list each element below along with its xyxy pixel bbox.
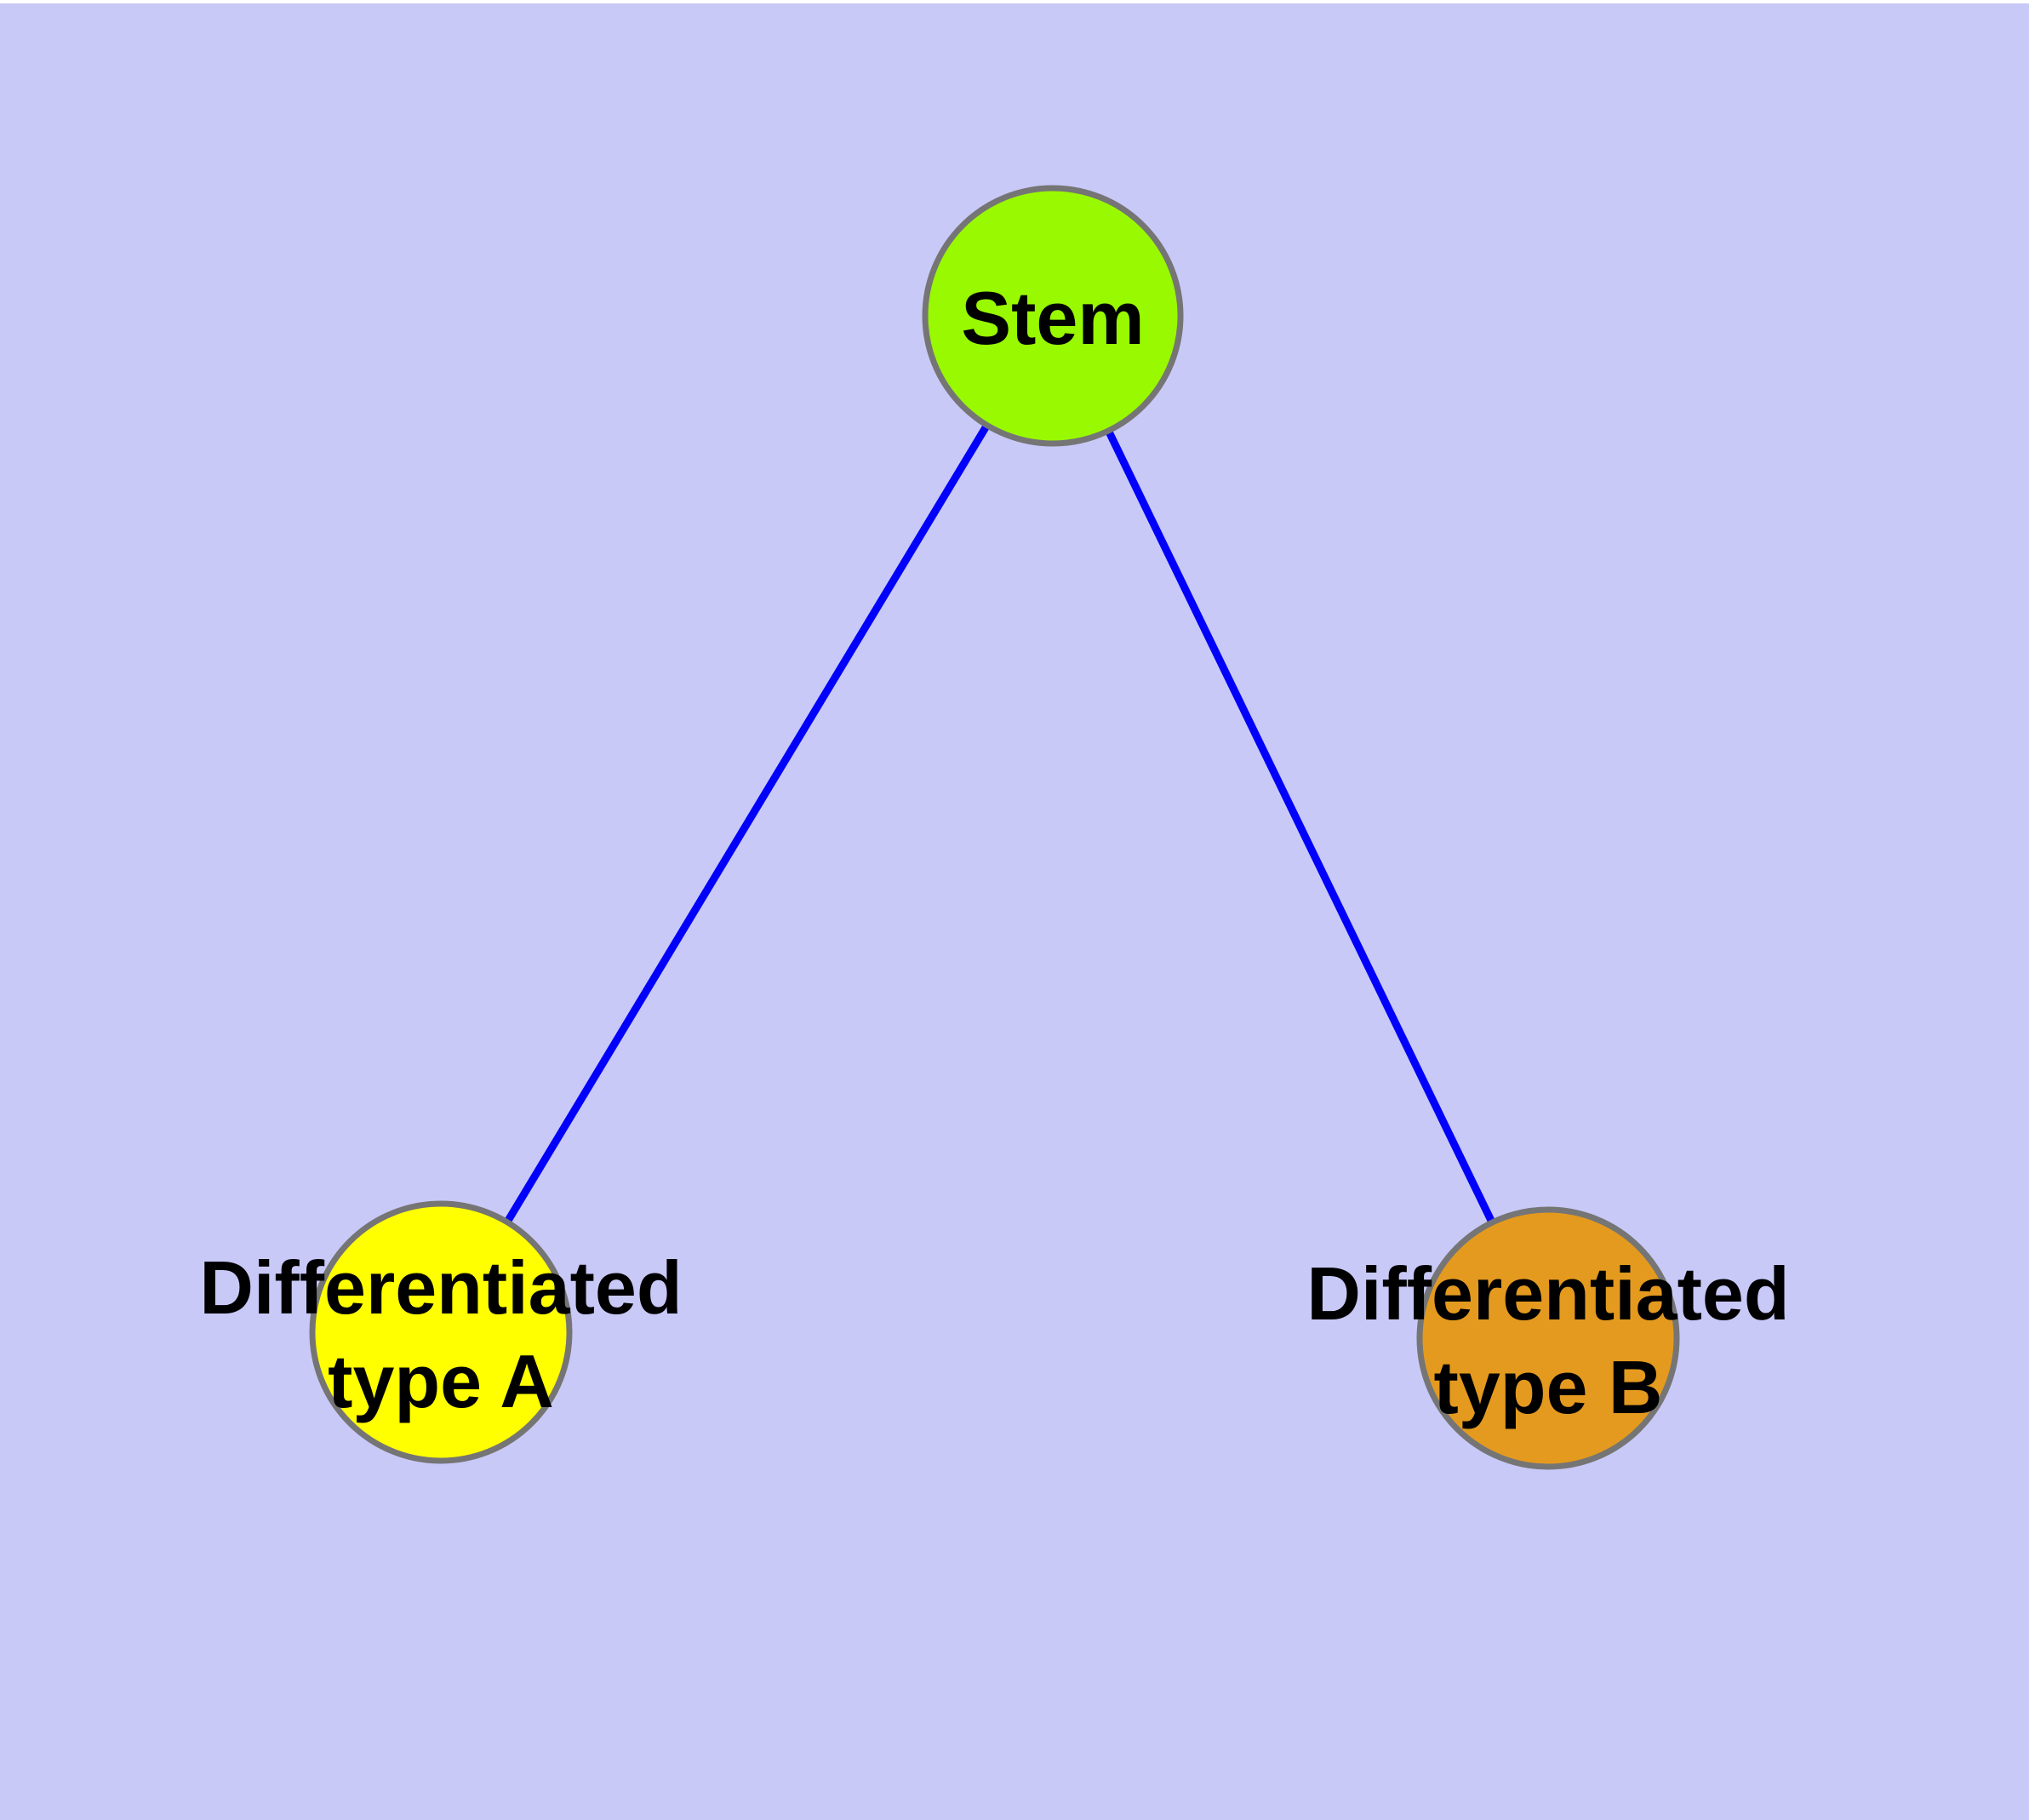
edge-stem-to-differentiated-type-a — [437, 313, 1056, 1335]
node-differentiated-type-b — [1416, 1206, 1680, 1470]
top-margin-strip — [0, 0, 2029, 3]
node-stem — [922, 185, 1184, 447]
node-label-stem: Stem — [961, 276, 1144, 360]
edge-stem-to-differentiated-type-b — [1049, 314, 1552, 1340]
node-differentiated-type-a — [309, 1200, 573, 1464]
